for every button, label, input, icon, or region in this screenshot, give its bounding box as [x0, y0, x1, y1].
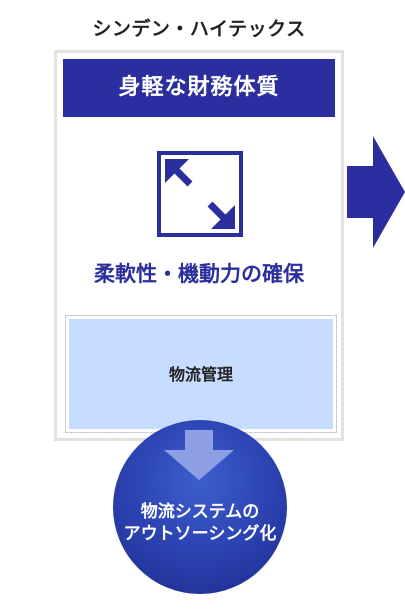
arrow-down-icon [164, 430, 234, 480]
expand-arrows-icon [157, 151, 243, 237]
result-text-line2: アウトソーシング化 [123, 524, 277, 544]
feature-text: 柔軟性・機動力の確保 [94, 262, 304, 286]
company-name: シンデン・ハイテックス [92, 18, 306, 40]
logistics-box: 物流管理 [65, 315, 337, 433]
logistics-label: 物流管理 [168, 365, 233, 384]
arrow-right-icon [347, 136, 405, 248]
result-text: 物流システムの アウトソーシング化 [113, 501, 287, 545]
card-header: 身軽な財務体質 [63, 59, 335, 117]
strategy-card: 身軽な財務体質 柔軟性・機動力の確保 物流管理 [54, 50, 344, 441]
result-text-line1: 物流システムの [140, 502, 260, 522]
